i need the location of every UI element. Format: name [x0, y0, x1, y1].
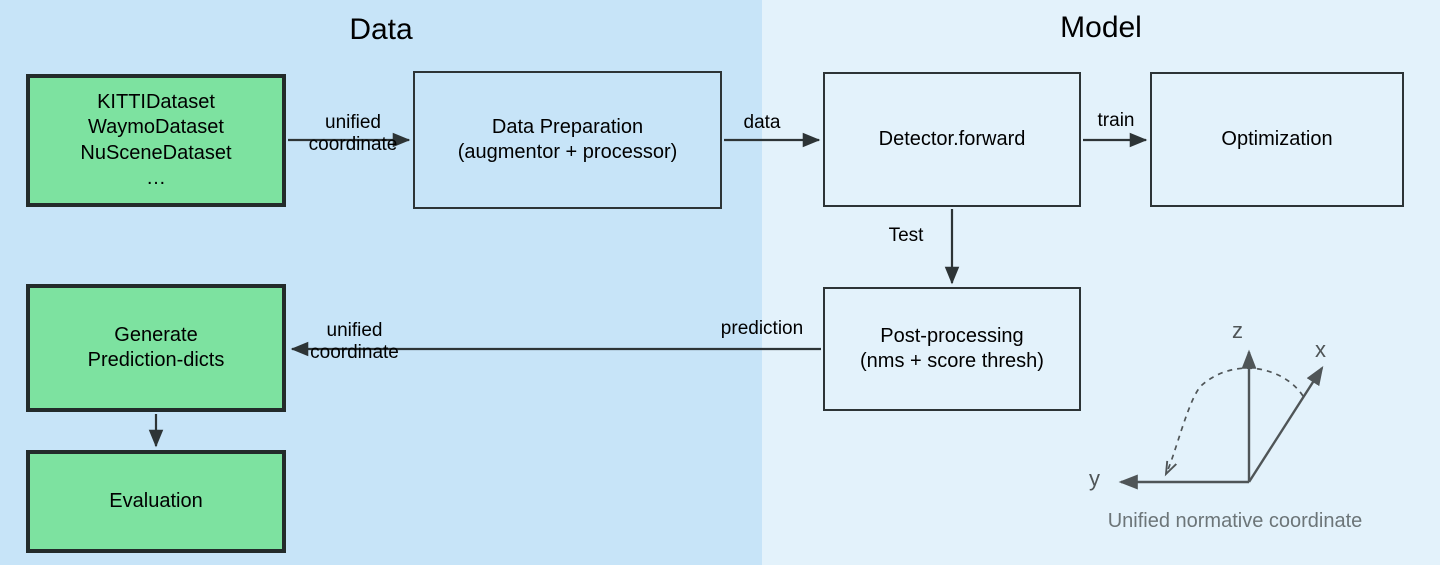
edge-label-test: Test [888, 225, 924, 246]
section-background-model [762, 0, 1440, 565]
node-post-processing[interactable]: Post-processing (nms + score thresh) [823, 287, 1081, 411]
node-detector-forward-label: Detector.forward [878, 127, 1026, 150]
edge-label-prediction: prediction [720, 318, 804, 339]
axis-x-line [1247, 365, 1324, 483]
node-evaluation[interactable]: Evaluation [26, 450, 286, 553]
axis-label-y: y [1089, 466, 1100, 491]
edge-label-unified-coordinate-top: unified coordinate [290, 112, 416, 156]
node-data-preparation[interactable]: Data Preparation (augmentor + processor) [413, 71, 722, 209]
edge-label-data: data [743, 112, 781, 133]
edge-label-unified-coordinate-bottom: unified coordinate [291, 320, 418, 364]
node-post-processing-label: Post-processing (nms + score thresh) [860, 324, 1044, 372]
node-optimization[interactable]: Optimization [1150, 72, 1404, 207]
node-optimization-label: Optimization [1221, 127, 1333, 150]
axis-label-z: z [1232, 318, 1243, 343]
edge-label-line2: coordinate [308, 134, 398, 156]
node-generate-prediction-dicts[interactable]: Generate Prediction-dicts [26, 284, 286, 412]
axis-label-x: x [1315, 337, 1326, 362]
node-evaluation-label: Evaluation [109, 489, 203, 512]
coordinate-axes [1118, 349, 1324, 490]
node-generate-prediction-dicts-label: Generate Prediction-dicts [87, 323, 225, 371]
edge-label-line1: unified [326, 320, 383, 341]
node-detector-forward[interactable]: Detector.forward [823, 72, 1081, 207]
edge-label-line1: unified [325, 112, 381, 133]
coordinate-widget-caption: Unified normative coordinate [1107, 510, 1363, 532]
section-title-data: Data [349, 13, 413, 46]
node-datasets-label: KITTIDataset WaymoDataset NuSceneDataset… [80, 91, 232, 189]
rotation-arc [1166, 367, 1304, 474]
node-data-preparation-label: Data Preparation (augmentor + processor) [457, 115, 678, 163]
edge-label-line2: coordinate [310, 342, 399, 364]
edge-label-train: train [1097, 110, 1135, 131]
section-title-model: Model [1060, 11, 1142, 44]
node-datasets[interactable]: KITTIDataset WaymoDataset NuSceneDataset… [26, 74, 286, 207]
